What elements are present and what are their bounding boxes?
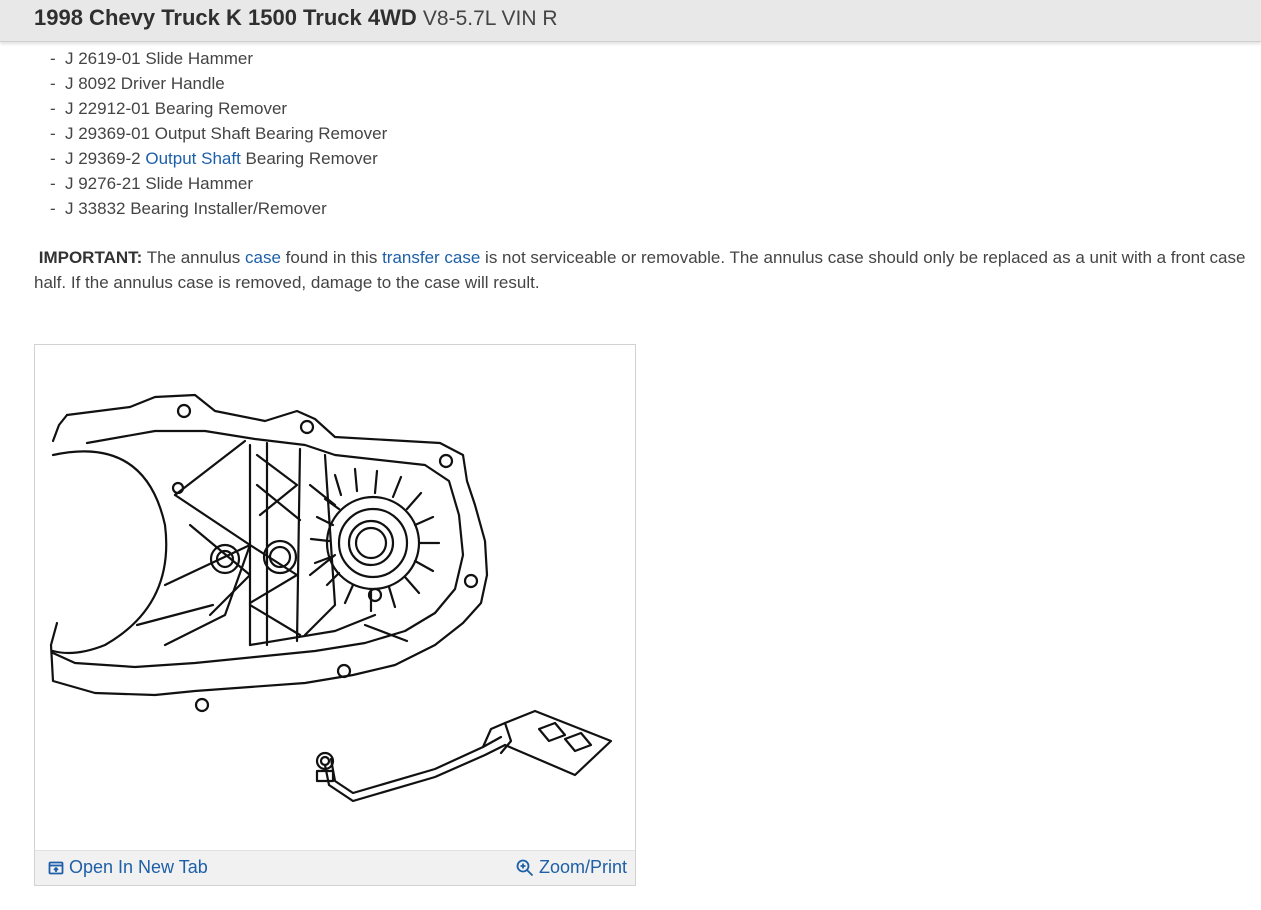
open-in-new-tab-button[interactable]: Open In New Tab bbox=[48, 857, 208, 878]
vehicle-name: 1998 Chevy Truck K 1500 Truck 4WD bbox=[34, 5, 417, 30]
open-in-new-tab-label: Open In New Tab bbox=[69, 857, 208, 877]
zoom-print-button[interactable]: Zoom/Print bbox=[516, 857, 627, 878]
tools-list: -J 2619-01 Slide Hammer -J 8092 Driver H… bbox=[50, 46, 387, 221]
case-link[interactable]: case bbox=[245, 248, 281, 267]
zoom-print-label: Zoom/Print bbox=[538, 857, 627, 877]
figure-toolbar: Open In New Tab Zoom/Print bbox=[35, 850, 635, 885]
important-note: IMPORTANT: The annulus case found in thi… bbox=[34, 248, 1246, 292]
page-header: 1998 Chevy Truck K 1500 Truck 4WD V8-5.7… bbox=[0, 0, 1261, 42]
output-shaft-link[interactable]: Output Shaft bbox=[145, 149, 241, 168]
list-item: -J 9276-21 Slide Hammer bbox=[50, 174, 254, 193]
list-item: -J 8092 Driver Handle bbox=[50, 74, 225, 93]
list-item: -J 33832 Bearing Installer/Remover bbox=[50, 199, 327, 218]
transfer-case-diagram[interactable] bbox=[35, 345, 635, 851]
open-new-tab-icon bbox=[48, 861, 64, 874]
transfer-case-link[interactable]: transfer case bbox=[382, 248, 481, 267]
page-title: 1998 Chevy Truck K 1500 Truck 4WD V8-5.7… bbox=[34, 5, 558, 32]
engine-spec: V8-5.7L VIN R bbox=[422, 7, 558, 30]
list-item: -J 2619-01 Slide Hammer bbox=[50, 49, 254, 68]
figure-panel: Open In New Tab Zoom/Print bbox=[34, 344, 636, 886]
important-label: IMPORTANT: bbox=[38, 248, 143, 267]
list-item: -J 22912-01 Bearing Remover bbox=[50, 99, 288, 118]
list-item: -J 29369-2 Output Shaft Bearing Remover bbox=[50, 149, 378, 168]
zoom-in-icon bbox=[516, 859, 534, 876]
list-item: -J 29369-01 Output Shaft Bearing Remover bbox=[50, 124, 388, 143]
